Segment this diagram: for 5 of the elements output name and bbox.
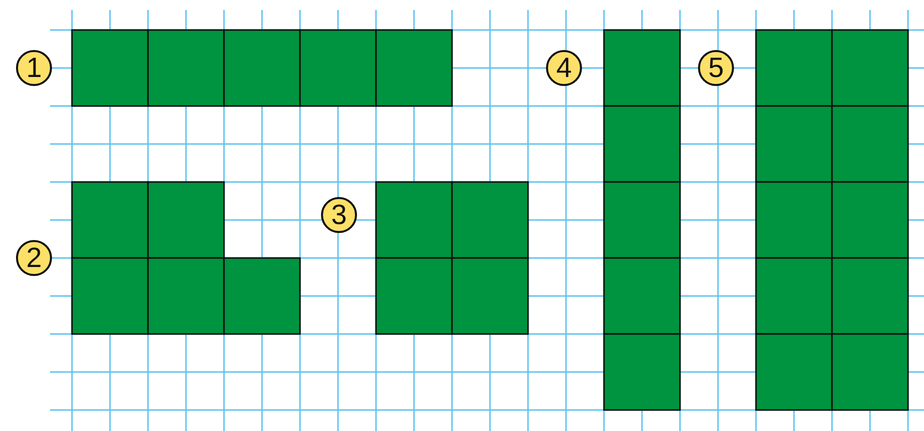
callout-number: 5 xyxy=(698,50,734,86)
callout-number: 1 xyxy=(16,50,52,86)
callout-number: 2 xyxy=(16,240,52,276)
callout-number: 3 xyxy=(321,197,357,233)
callout-number: 4 xyxy=(546,50,582,86)
